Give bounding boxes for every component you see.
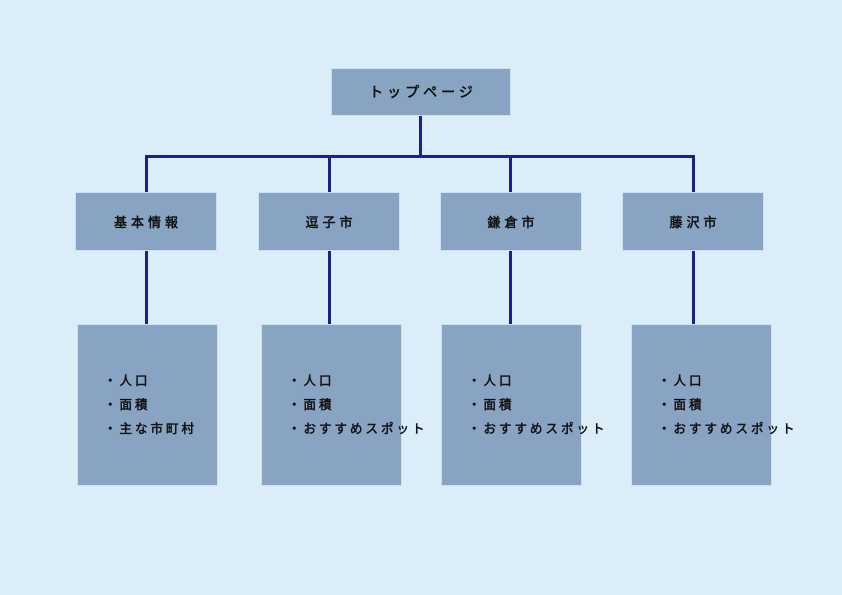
- node-fujisawa-city-label: 藤沢市: [669, 216, 721, 231]
- node-kamakura-city-label: 鎌倉市: [487, 216, 539, 231]
- list-item: ・人口: [288, 373, 335, 388]
- node-basic-info-details: ・人口 ・面積 ・主な市町村: [77, 324, 218, 486]
- list-item: ・おすすめスポット: [288, 421, 428, 436]
- list-item: ・主な市町村: [104, 421, 198, 436]
- list-item: ・人口: [658, 373, 705, 388]
- connector-basic-info-detail: [145, 251, 148, 324]
- list-item: ・面積: [468, 397, 515, 412]
- list-item: ・人口: [468, 373, 515, 388]
- list-item: ・おすすめスポット: [658, 421, 798, 436]
- connector-drop-kamakura: [509, 155, 512, 192]
- node-fujisawa-details: ・人口 ・面積 ・おすすめスポット: [631, 324, 798, 486]
- connector-zushi-detail: [328, 251, 331, 324]
- connector-drop-fujisawa: [692, 155, 695, 192]
- list-item: ・おすすめスポット: [468, 421, 608, 436]
- connector-kamakura-detail: [509, 251, 512, 324]
- list-item: ・面積: [658, 397, 705, 412]
- node-zushi-city-label: 逗子市: [305, 216, 357, 231]
- list-item: ・人口: [104, 373, 151, 388]
- node-zushi-details: ・人口 ・面積 ・おすすめスポット: [261, 324, 428, 486]
- node-top-page-label: トップページ: [369, 85, 477, 101]
- connector-drop-basic-info: [145, 155, 148, 192]
- node-zushi-city: 逗子市: [258, 192, 400, 251]
- list-item: ・面積: [288, 397, 335, 412]
- connector-fujisawa-detail: [692, 251, 695, 324]
- node-kamakura-city: 鎌倉市: [440, 192, 582, 251]
- connector-root-vertical: [419, 116, 422, 157]
- list-item: ・面積: [104, 397, 151, 412]
- node-basic-info: 基本情報: [75, 192, 217, 251]
- connector-horizontal-bar: [145, 155, 695, 158]
- node-top-page: トップページ: [331, 68, 511, 116]
- node-kamakura-details: ・人口 ・面積 ・おすすめスポット: [441, 324, 608, 486]
- node-basic-info-label: 基本情報: [113, 216, 182, 231]
- node-fujisawa-city: 藤沢市: [622, 192, 764, 251]
- connector-drop-zushi: [328, 155, 331, 192]
